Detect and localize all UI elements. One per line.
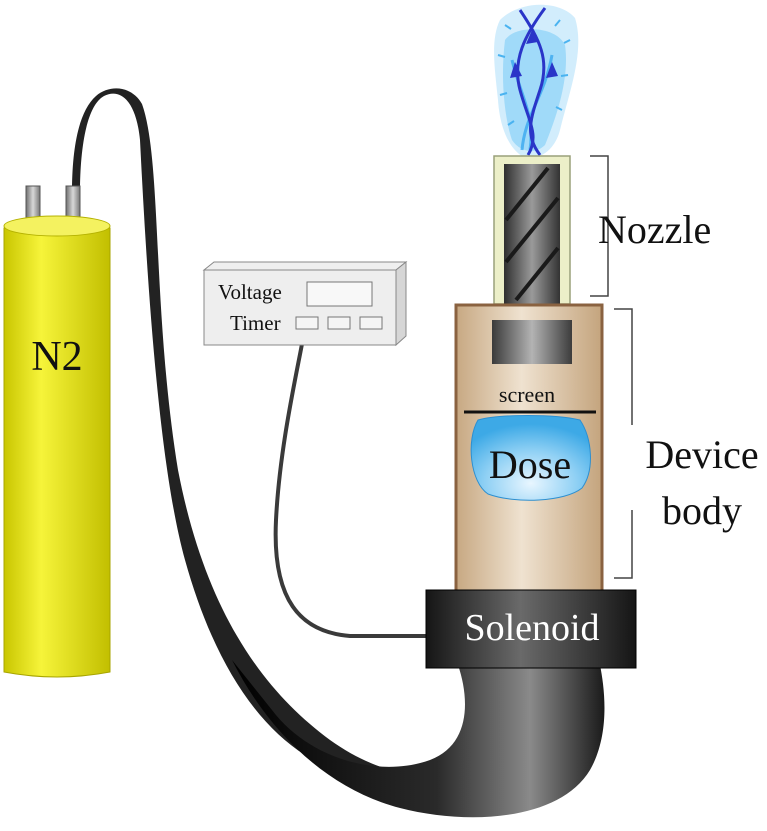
cylinder-label: N2	[31, 334, 82, 380]
screen-label: screen	[499, 382, 555, 407]
voltage-timer-controller: Voltage Timer	[202, 260, 408, 347]
nozzle	[493, 155, 571, 305]
dose-blob	[470, 415, 591, 501]
solenoid-label: Solenoid	[464, 607, 599, 649]
controller-display	[306, 281, 373, 307]
cylinder-body	[3, 220, 111, 678]
nitrogen-cylinder: N2	[3, 185, 111, 678]
device-body-label-line1: Device	[645, 432, 758, 477]
gas-hose	[72, 88, 482, 780]
nozzle-label: Nozzle	[598, 207, 711, 252]
device-body: screen Dose	[454, 303, 604, 595]
controller-button-3	[359, 316, 383, 330]
hose-wide-section	[232, 660, 605, 818]
control-wire	[273, 326, 428, 638]
device-body-annotation: Device body	[614, 308, 759, 579]
solenoid: Solenoid	[425, 589, 637, 669]
controller-button-2	[327, 316, 351, 330]
device-body-bracket-top	[614, 308, 633, 425]
controller-label-voltage: Voltage	[218, 280, 282, 304]
nozzle-bracket	[590, 155, 609, 297]
controller-label-timer: Timer	[230, 311, 281, 335]
device-body-label-line2: body	[662, 488, 742, 533]
device-body-bracket-bottom	[614, 510, 633, 579]
dose-label: Dose	[489, 442, 571, 487]
nozzle-annotation: Nozzle	[590, 155, 711, 297]
controller-button-1	[295, 316, 319, 330]
spray-plume	[494, 4, 579, 159]
solenoid-block	[425, 589, 637, 669]
nozzle-plug	[492, 320, 572, 364]
